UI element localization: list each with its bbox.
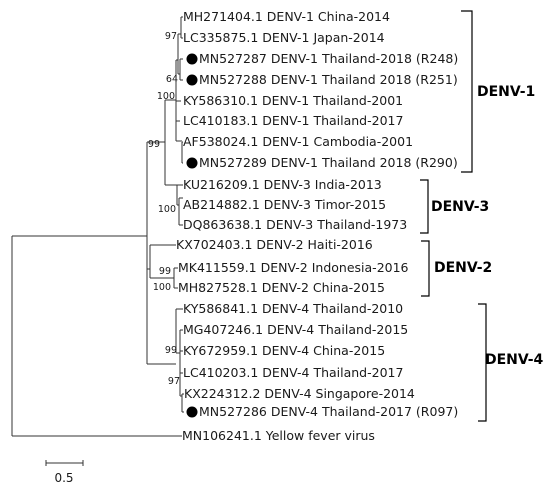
- taxon-label: MH827528.1 DENV-2 China-2015: [178, 280, 385, 295]
- taxon-labels: MH271404.1 DENV-1 China-2014 LC335875.1 …: [176, 9, 458, 443]
- bootstrap-value: 64: [166, 74, 178, 85]
- sample-markers: [186, 53, 198, 418]
- taxon-label: KU216209.1 DENV-3 India-2013: [183, 177, 382, 192]
- taxon-label: AB214882.1 DENV-3 Timor-2015: [183, 197, 386, 212]
- branch-denv1: [175, 59, 182, 142]
- taxon-label: MN527286 DENV-4 Thailand-2017 (R097): [199, 404, 458, 419]
- taxon-label: KY672959.1 DENV-4 China-2015: [183, 343, 385, 358]
- taxon-label: MG407246.1 DENV-4 Thailand-2015: [183, 322, 408, 337]
- bootstrap-value: 99: [148, 139, 160, 150]
- sample-marker-r097: [186, 406, 198, 418]
- taxon-label: MN106241.1 Yellow fever virus: [182, 428, 375, 443]
- branch-denv4: [175, 308, 183, 354]
- branch-denv1-denv3: [164, 99, 177, 186]
- clade-label-denv2: DENV-2: [434, 260, 492, 276]
- scale-bar: 0.5: [45, 460, 84, 485]
- tree-branches: [11, 16, 184, 437]
- clade-label-denv4: DENV-4: [485, 352, 544, 368]
- clade-bracket-denv4: [478, 303, 487, 422]
- branch-denv2-inner: [173, 267, 178, 289]
- sample-marker-r251: [186, 74, 198, 86]
- clade-label-denv3: DENV-3: [431, 199, 489, 215]
- taxon-label: KX224312.2 DENV-4 Singapore-2014: [184, 386, 415, 401]
- taxon-label: MN527288 DENV-1 Thailand 2018 (R251): [199, 72, 458, 87]
- clade-bracket-denv2: [421, 240, 430, 297]
- clade-brackets: DENV-1 DENV-3 DENV-2 DENV-4: [420, 10, 544, 422]
- sample-marker-r248: [186, 53, 198, 65]
- branch-denv1-d: [181, 141, 183, 164]
- clade-bracket-denv3: [420, 179, 429, 234]
- bootstrap-value: 100: [153, 282, 171, 293]
- branch-denv4-tip: [181, 393, 184, 413]
- scale-bar-line: [45, 460, 84, 466]
- branch-denv3-inner: [178, 197, 183, 226]
- branch-root: [11, 235, 182, 437]
- clade-bracket-denv1: [461, 10, 473, 173]
- branch-denv1-b: [180, 16, 183, 39]
- bootstrap-value: 99: [165, 345, 177, 356]
- branch-denv1-c: [179, 58, 183, 81]
- taxon-label: MN527287 DENV-1 Thailand-2018 (R248): [199, 51, 458, 66]
- taxon-label: MK411559.1 DENV-2 Indonesia-2016: [178, 260, 409, 275]
- scale-bar-label: 0.5: [54, 471, 73, 485]
- branch-denv2: [149, 244, 176, 279]
- sample-marker-r290: [186, 157, 198, 169]
- bootstrap-value: 100: [158, 204, 176, 215]
- taxon-label: LC335875.1 DENV-1 Japan-2014: [183, 30, 385, 45]
- taxon-label: KX702403.1 DENV-2 Haiti-2016: [176, 237, 373, 252]
- branch-ingroup: [146, 141, 176, 365]
- bootstrap-value: 97: [168, 376, 180, 387]
- taxon-label: LC410183.1 DENV-1 Thailand-2017: [183, 113, 403, 128]
- bootstrap-value: 100: [157, 91, 175, 102]
- taxon-label: KY586841.1 DENV-4 Thailand-2010: [183, 301, 403, 316]
- taxon-label: AF538024.1 DENV-1 Cambodia-2001: [183, 134, 413, 149]
- bootstrap-value: 97: [165, 31, 177, 42]
- taxon-label: DQ863638.1 DENV-3 Thailand-1973: [183, 217, 407, 232]
- taxon-label: MN527289 DENV-1 Thailand 2018 (R290): [199, 155, 458, 170]
- taxon-label: LC410203.1 DENV-4 Thailand-2017: [183, 365, 403, 380]
- clade-label-denv1: DENV-1: [477, 84, 535, 100]
- branch-denv4-inner: [179, 329, 183, 397]
- bootstrap-value: 99: [159, 266, 171, 277]
- bootstrap-values: 97 64 100 99 100 99 100 99 97: [148, 31, 180, 387]
- taxon-label: KY586310.1 DENV-1 Thailand-2001: [183, 93, 403, 108]
- taxon-label: MH271404.1 DENV-1 China-2014: [183, 9, 390, 24]
